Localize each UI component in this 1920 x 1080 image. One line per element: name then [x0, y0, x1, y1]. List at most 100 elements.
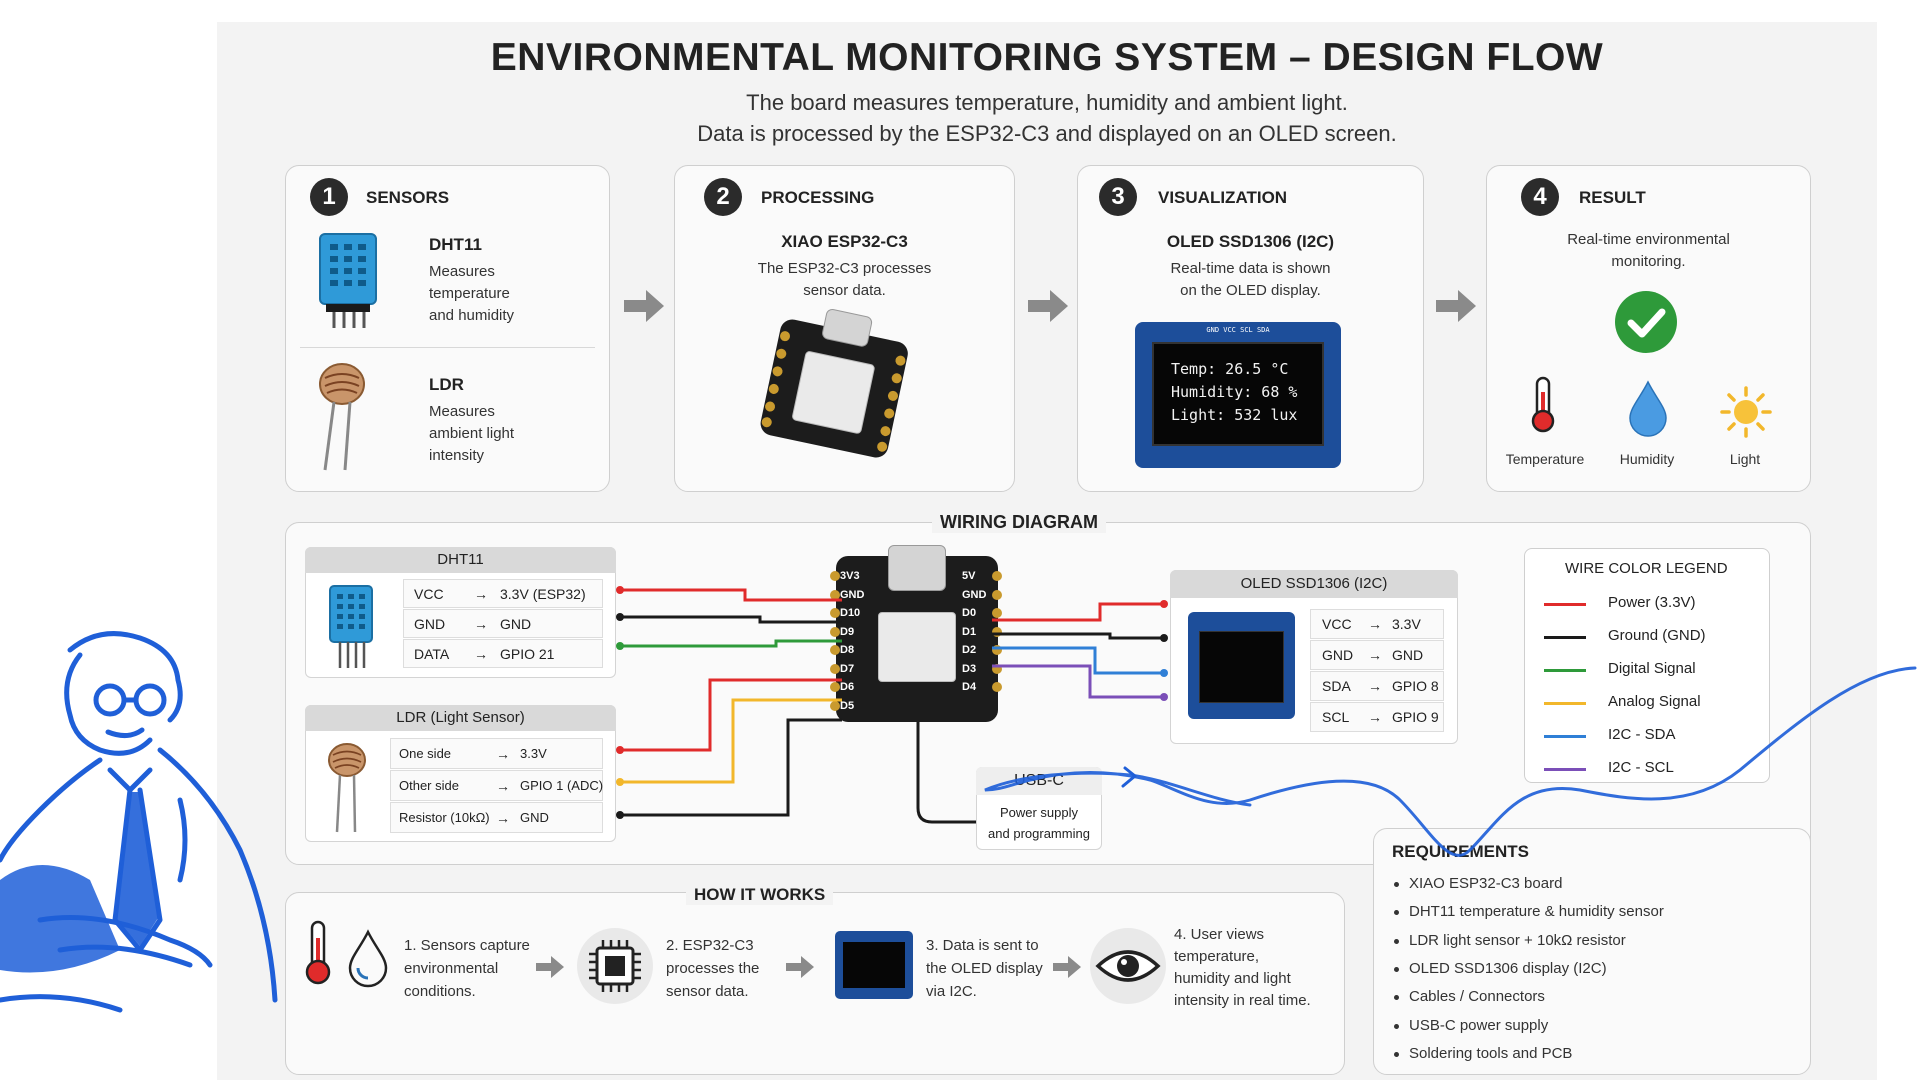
ldr-desc-3: intensity	[429, 447, 485, 464]
board-pin-left: D10	[840, 607, 861, 619]
table-row	[403, 579, 603, 608]
bullet-icon	[1394, 938, 1399, 944]
wire-ldr-adc	[620, 698, 842, 784]
ldr-pin-resistor: Resistor (10kΩ)	[399, 810, 490, 825]
ldr-table-title: LDR (Light Sensor)	[305, 705, 616, 731]
board-pin-right: D1	[962, 625, 977, 638]
wire-dht-vcc	[620, 588, 842, 602]
ldr-sensor-icon	[319, 363, 365, 471]
step-title-result: RESULT	[1579, 188, 1646, 207]
ldr-name: LDR	[429, 375, 464, 394]
table-row	[1310, 609, 1444, 639]
requirement-item: LDR light sensor + 10kΩ resistor	[1409, 931, 1626, 949]
board-pin-left: GND	[840, 588, 865, 601]
requirement-item: OLED SSD1306 display (I2C)	[1409, 959, 1607, 977]
oled-screen-light: Light: 532 lux	[1171, 406, 1298, 424]
how-step-4-line-1: 4. User views	[1174, 926, 1265, 943]
board-pin-right: D3	[962, 662, 977, 675]
dht11-conn-gnd: GND	[500, 616, 532, 632]
dht11-name: DHT11	[429, 235, 482, 254]
visualization-desc-2: on the OLED display.	[1180, 282, 1321, 299]
legend-swatch	[1544, 603, 1586, 606]
board-pin-right: D4	[962, 681, 977, 693]
legend-label: I2C - SCL	[1608, 759, 1674, 776]
board-pad	[992, 682, 1002, 692]
result-desc-2: monitoring.	[1611, 253, 1686, 270]
ldr-conn-one-side: 3.3V	[520, 746, 547, 761]
subtitle-line-2: Data is processed by the ESP32-C3 and di…	[697, 121, 1397, 146]
oled-pin-scl: SCL	[1322, 709, 1350, 725]
legend-swatch	[1544, 735, 1586, 738]
requirement-item: Cables / Connectors	[1409, 988, 1545, 1006]
dht11-pin-data: DATA	[414, 646, 450, 662]
usb-c-connector	[888, 545, 946, 591]
page-title: ENVIRONMENTAL MONITORING SYSTEM – DESIGN…	[490, 36, 1604, 79]
ldr-small-icon	[328, 743, 366, 833]
table-row	[390, 738, 603, 769]
ldr-desc-2: ambient light	[429, 425, 515, 442]
board-pad	[830, 589, 840, 600]
table-row	[1310, 702, 1444, 732]
esp32-chip-shield	[878, 612, 956, 682]
wire-ldr-gnd	[620, 718, 842, 817]
arrow-icon: →	[474, 646, 488, 662]
how-step-2-line-1: 2. ESP32-C3	[666, 937, 754, 954]
how-step-2-line-3: sensor data.	[666, 983, 749, 1000]
wire-oled-scl	[992, 664, 1164, 699]
board-pin-right: D2	[962, 644, 977, 656]
how-step-4-line-3: humidity and light	[1174, 970, 1291, 987]
arrow-icon: →	[1368, 616, 1382, 632]
oled-conn-sda: GPIO 8	[1392, 678, 1439, 694]
how-step-3-line-1: 3. Data is sent to	[926, 937, 1039, 954]
wire-dht-data	[620, 639, 842, 648]
flow-arrow-icon	[1028, 290, 1068, 322]
subtitle-line-1: The board measures temperature, humidity…	[746, 90, 1348, 115]
flow-arrow-icon	[624, 290, 664, 322]
legend-label: I2C - SDA	[1608, 726, 1676, 743]
wire-oled-gnd	[992, 632, 1164, 640]
result-label-light: Light	[1729, 451, 1761, 467]
requirement-item: XIAO ESP32-C3 board	[1409, 875, 1563, 892]
wire-oled-sda	[992, 646, 1164, 675]
ldr-pin-one-side: One side	[399, 746, 452, 761]
esp32-board-icon	[760, 309, 908, 458]
dht11-table-title: DHT11	[305, 547, 616, 573]
bullet-icon	[1394, 910, 1399, 916]
board-pad	[992, 589, 1002, 600]
flow-arrow-icon	[1436, 290, 1476, 322]
arrow-icon: →	[1368, 709, 1382, 725]
board-pad	[830, 663, 840, 674]
how-step-4-line-4: intensity in real time.	[1174, 992, 1311, 1009]
bullet-icon	[1394, 966, 1399, 972]
card-how-it-works	[285, 892, 1345, 1075]
oled-screen	[1152, 342, 1324, 446]
oled-conn-scl: GPIO 9	[1392, 709, 1439, 725]
dht11-conn-vcc: 3.3V (ESP32)	[500, 586, 586, 602]
step-title-processing: PROCESSING	[761, 188, 875, 207]
ldr-pin-other-side: Other side	[399, 778, 459, 793]
board-pad	[992, 645, 1002, 655]
dht11-desc-3: and humidity	[429, 307, 515, 324]
wiring-title: WIRING DIAGRAM	[932, 512, 1106, 533]
arrow-icon: →	[1368, 647, 1382, 663]
flow-arrow-icon	[786, 956, 814, 978]
sun-icon	[1720, 386, 1772, 438]
board-pin-left: 3V3	[840, 570, 860, 582]
board-pad	[830, 700, 840, 711]
how-step-1-line-2: environmental	[404, 960, 499, 977]
water-drop-icon	[1629, 380, 1667, 437]
legend-swatch	[1544, 669, 1586, 672]
bullet-icon	[1394, 1023, 1399, 1029]
board-pad	[992, 663, 1002, 674]
legend-label: Power (3.3V)	[1608, 594, 1696, 611]
board-pin-right: GND	[962, 588, 987, 601]
wire-dht-gnd	[620, 615, 842, 624]
oled-tiny-screen	[843, 942, 905, 988]
board-pad	[830, 571, 840, 581]
board-pin-left: D9	[840, 625, 855, 638]
bullet-icon	[1394, 882, 1399, 887]
how-step-1-line-1: 1. Sensors capture	[404, 937, 530, 954]
table-row	[403, 639, 603, 668]
ldr-desc-1: Measures	[429, 403, 495, 420]
